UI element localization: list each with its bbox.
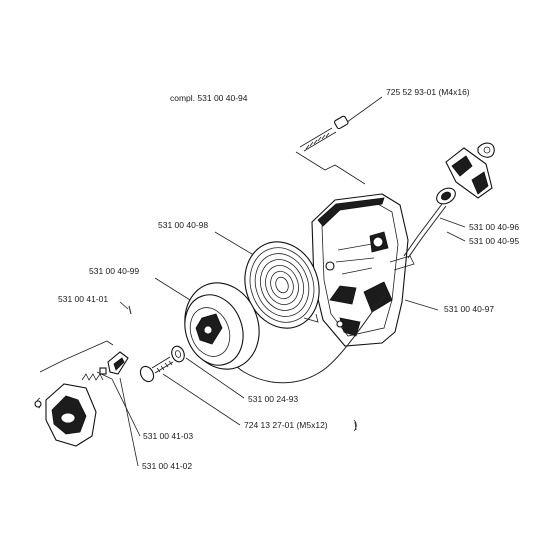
small-spring bbox=[81, 367, 107, 381]
rope-grip bbox=[436, 187, 456, 205]
label-pin: 531 00 41-01 bbox=[58, 294, 108, 304]
recoil-spring bbox=[244, 241, 320, 329]
pawl-plate bbox=[34, 383, 97, 447]
label-pulley: 531 00 40-99 bbox=[89, 266, 139, 276]
pin bbox=[128, 305, 132, 315]
starter-housing bbox=[311, 193, 415, 347]
screw-m4 bbox=[299, 115, 349, 152]
label-pawl-plate: 531 00 41-02 bbox=[142, 461, 192, 471]
label-spring: 531 00 40-98 bbox=[158, 220, 208, 230]
washer bbox=[171, 345, 185, 363]
label-screw-m4: 725 52 93-01 (M4x16) bbox=[386, 87, 470, 97]
starter-handle bbox=[445, 142, 495, 199]
label-spring-small: 531 00 41-03 bbox=[143, 431, 193, 441]
label-screw-m5: 724 13 27-01 (M5x12) bbox=[244, 420, 328, 430]
label-handle: 531 00 40-96 bbox=[469, 222, 519, 232]
screw-m5 bbox=[139, 356, 174, 383]
label-kit: compl. 531 00 40-94 bbox=[170, 93, 248, 103]
pulley bbox=[184, 282, 260, 370]
pawl bbox=[107, 351, 129, 375]
label-washer: 531 00 24-93 bbox=[248, 394, 298, 404]
leader-lines bbox=[39, 96, 466, 467]
label-housing: 531 00 40-97 bbox=[444, 304, 494, 314]
bracket-mark bbox=[353, 419, 357, 432]
label-rope: 531 00 40-95 bbox=[469, 236, 519, 246]
